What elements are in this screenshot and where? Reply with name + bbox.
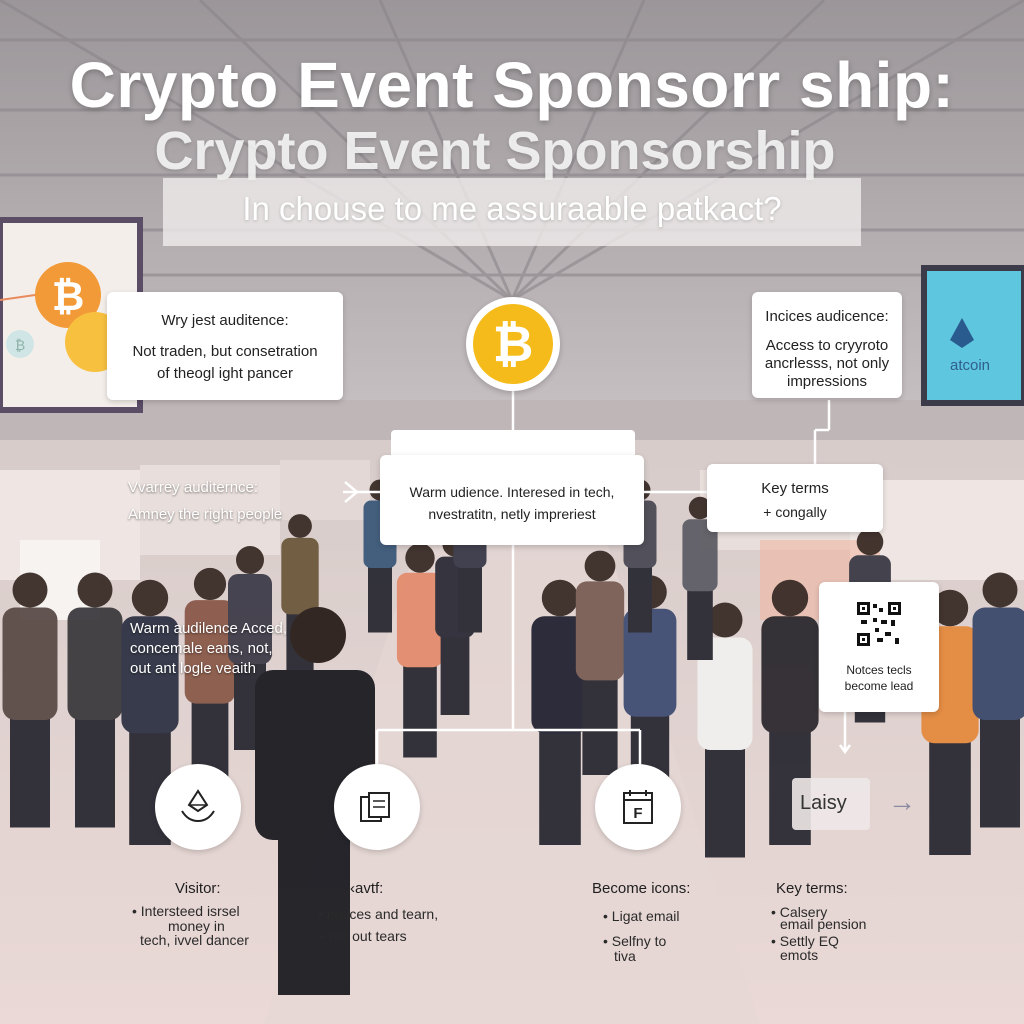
left-low-line3: out ant logle veaith: [130, 660, 256, 677]
qr-lead-line2: become lead: [844, 679, 914, 693]
col-keyterms-bullet2: email pension: [780, 916, 867, 932]
warm-audience-box: Warm udience. Interesed in tech, nvestra…: [380, 455, 644, 545]
svg-text:F: F: [633, 805, 642, 822]
audience-box-left-line1: Not traden, but consetration: [132, 343, 318, 360]
audience-box-right-heading: Incices audicence:: [765, 308, 889, 325]
left-mid-line2: Amney the right people: [128, 506, 283, 523]
key-terms-box: Key terms + congally: [707, 464, 883, 532]
col-become-bullet2: • Selfny to: [603, 933, 667, 949]
svg-text:₿: ₿: [15, 337, 25, 353]
svg-text:atcoin: atcoin: [950, 357, 990, 374]
qr-code-icon: [857, 602, 901, 646]
audience-box-right-line1: Access to cryyroto: [765, 337, 889, 354]
audience-box-left: Wry jest auditence: Not traden, but cons…: [107, 292, 343, 400]
col-visitor-bullet3: tech, ivvel dancer: [140, 932, 249, 948]
page-title-repeat: Crypto Event Sponsorship: [154, 121, 836, 181]
audience-box-right: Incices audicence: Access to cryyroto an…: [752, 292, 902, 398]
col-visitor-heading: Visitor:: [175, 880, 221, 897]
col-become-bullet3: tiva: [614, 948, 636, 964]
audience-box-right-line2: ancrlesss, not only: [764, 355, 890, 372]
warm-audience-line1: Warm udience. Interesed in tech,: [409, 484, 615, 500]
left-mid-line1: Vvarrey auditernce:: [128, 479, 259, 496]
qr-lead-box: Notces tecls become lead: [819, 582, 939, 712]
lazy-label: Laisy: [800, 792, 847, 814]
bitcoin-symbol: ₿: [473, 304, 553, 384]
bitcoin-coin-icon: ₿: [466, 297, 560, 391]
arrow-right-icon: →: [888, 786, 916, 817]
col-avtf-heading: ‹avtf:: [350, 880, 384, 897]
col-keyterms-heading: Key terms:: [776, 880, 848, 897]
ethereum-hands-icon: [155, 764, 241, 850]
audience-box-left-heading: Wry jest auditence:: [161, 312, 289, 329]
left-low-line2: concemale eans, not,: [130, 640, 273, 657]
col-visitor-bullet2: money in: [168, 918, 225, 934]
audience-box-left-line2: of theogl ight pancer: [157, 365, 293, 382]
subtitle-band: [163, 178, 861, 246]
key-terms-line1: + congally: [763, 504, 827, 520]
col-keyterms-bullet4: emots: [780, 947, 819, 963]
calendar-f-icon: F: [595, 764, 681, 850]
col-avtf-bullet1: • notices and tearn,: [318, 906, 439, 922]
col-become-heading: Become icons:: [592, 880, 691, 897]
audience-box-right-line3: impressions: [786, 373, 868, 390]
svg-text:₿: ₿: [52, 275, 85, 319]
col-become-bullet1: • Ligat email: [603, 908, 680, 924]
warm-audience-tab: [391, 430, 635, 458]
left-low-line1: Warm audilence Acced,: [130, 620, 288, 637]
warm-audience-line2: nvestratitn, netly impreriest: [428, 506, 596, 522]
lazy-label-box: Laisy: [792, 778, 870, 830]
qr-lead-line1: Notces tecls: [846, 663, 912, 677]
col-visitor-bullet1: • Intersteed isrsel: [132, 903, 240, 919]
col-keyterms-bullet1: • Calsery: [771, 904, 828, 920]
key-terms-heading: Key terms: [761, 480, 829, 497]
page-subtitle: In chouse to me assuraable patkact?: [242, 190, 782, 227]
documents-icon: [334, 764, 420, 850]
col-keyterms-bullet3: • Settly EQ: [771, 933, 839, 949]
col-avtf-bullet2: • not out tears: [320, 928, 407, 944]
page-title: Crypto Event Sponsorr ship:: [69, 49, 955, 121]
right-ethereum-screen: atcoin: [921, 265, 1024, 406]
